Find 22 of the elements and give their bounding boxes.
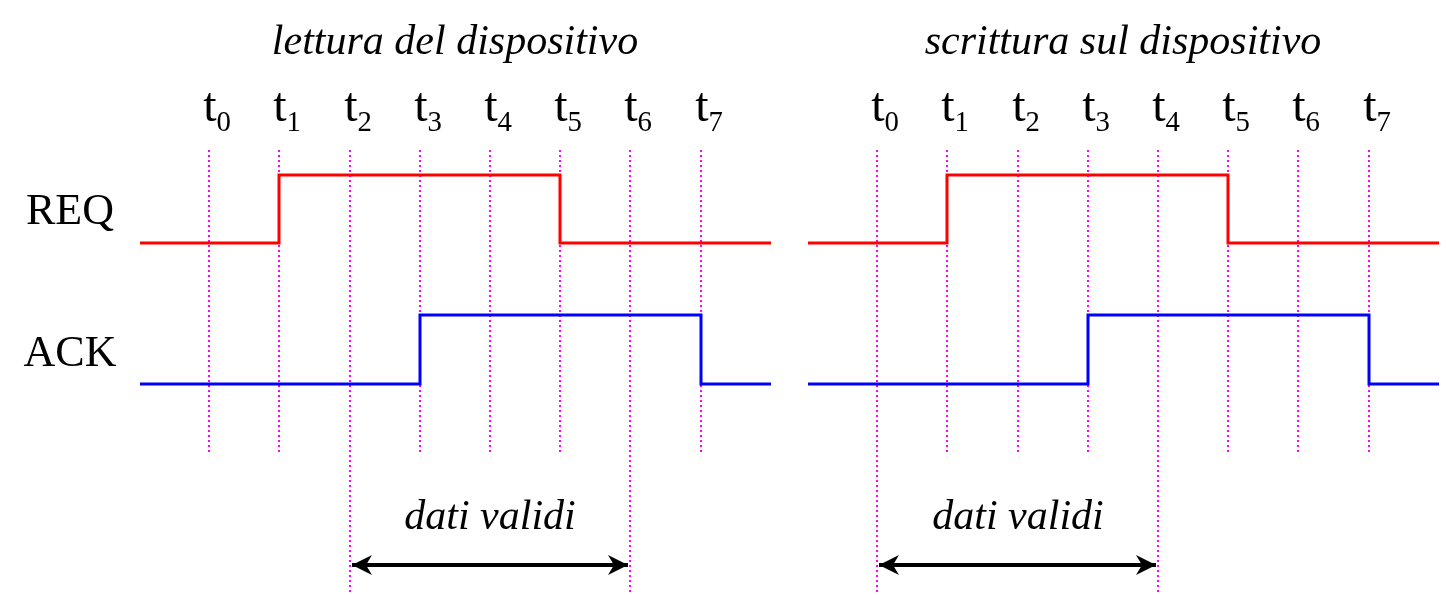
interval-label: dati validi: [404, 494, 576, 536]
time-label: t$_{6}$: [624, 80, 652, 136]
time-label: t$_{4}$: [1152, 80, 1180, 136]
time-label: t$_{1}$: [941, 80, 969, 136]
time-label: t$_{0}$: [203, 80, 231, 136]
time-label: t$_{7}$: [1363, 80, 1391, 136]
time-label: t$_{2}$: [344, 80, 372, 136]
signal-name: ACK: [23, 330, 117, 374]
time-label: t$_{6}$: [1292, 80, 1320, 136]
panel-heading: scrittura sul dispositivo: [924, 19, 1322, 61]
time-label: t$_{2}$: [1012, 80, 1040, 136]
time-label: t$_{5}$: [554, 80, 582, 136]
time-label: t$_{5}$: [1222, 80, 1250, 136]
panel-heading: lettura del dispositivo: [271, 19, 639, 61]
time-label: t$_{3}$: [414, 80, 442, 136]
time-label: t$_{4}$: [484, 80, 512, 136]
time-label: t$_{0}$: [871, 80, 899, 136]
time-label: t$_{7}$: [695, 80, 723, 136]
signal-name: REQ: [26, 188, 114, 232]
time-label: t$_{3}$: [1082, 80, 1110, 136]
interval-label: dati validi: [932, 494, 1104, 536]
time-label: t$_{1}$: [273, 80, 301, 136]
